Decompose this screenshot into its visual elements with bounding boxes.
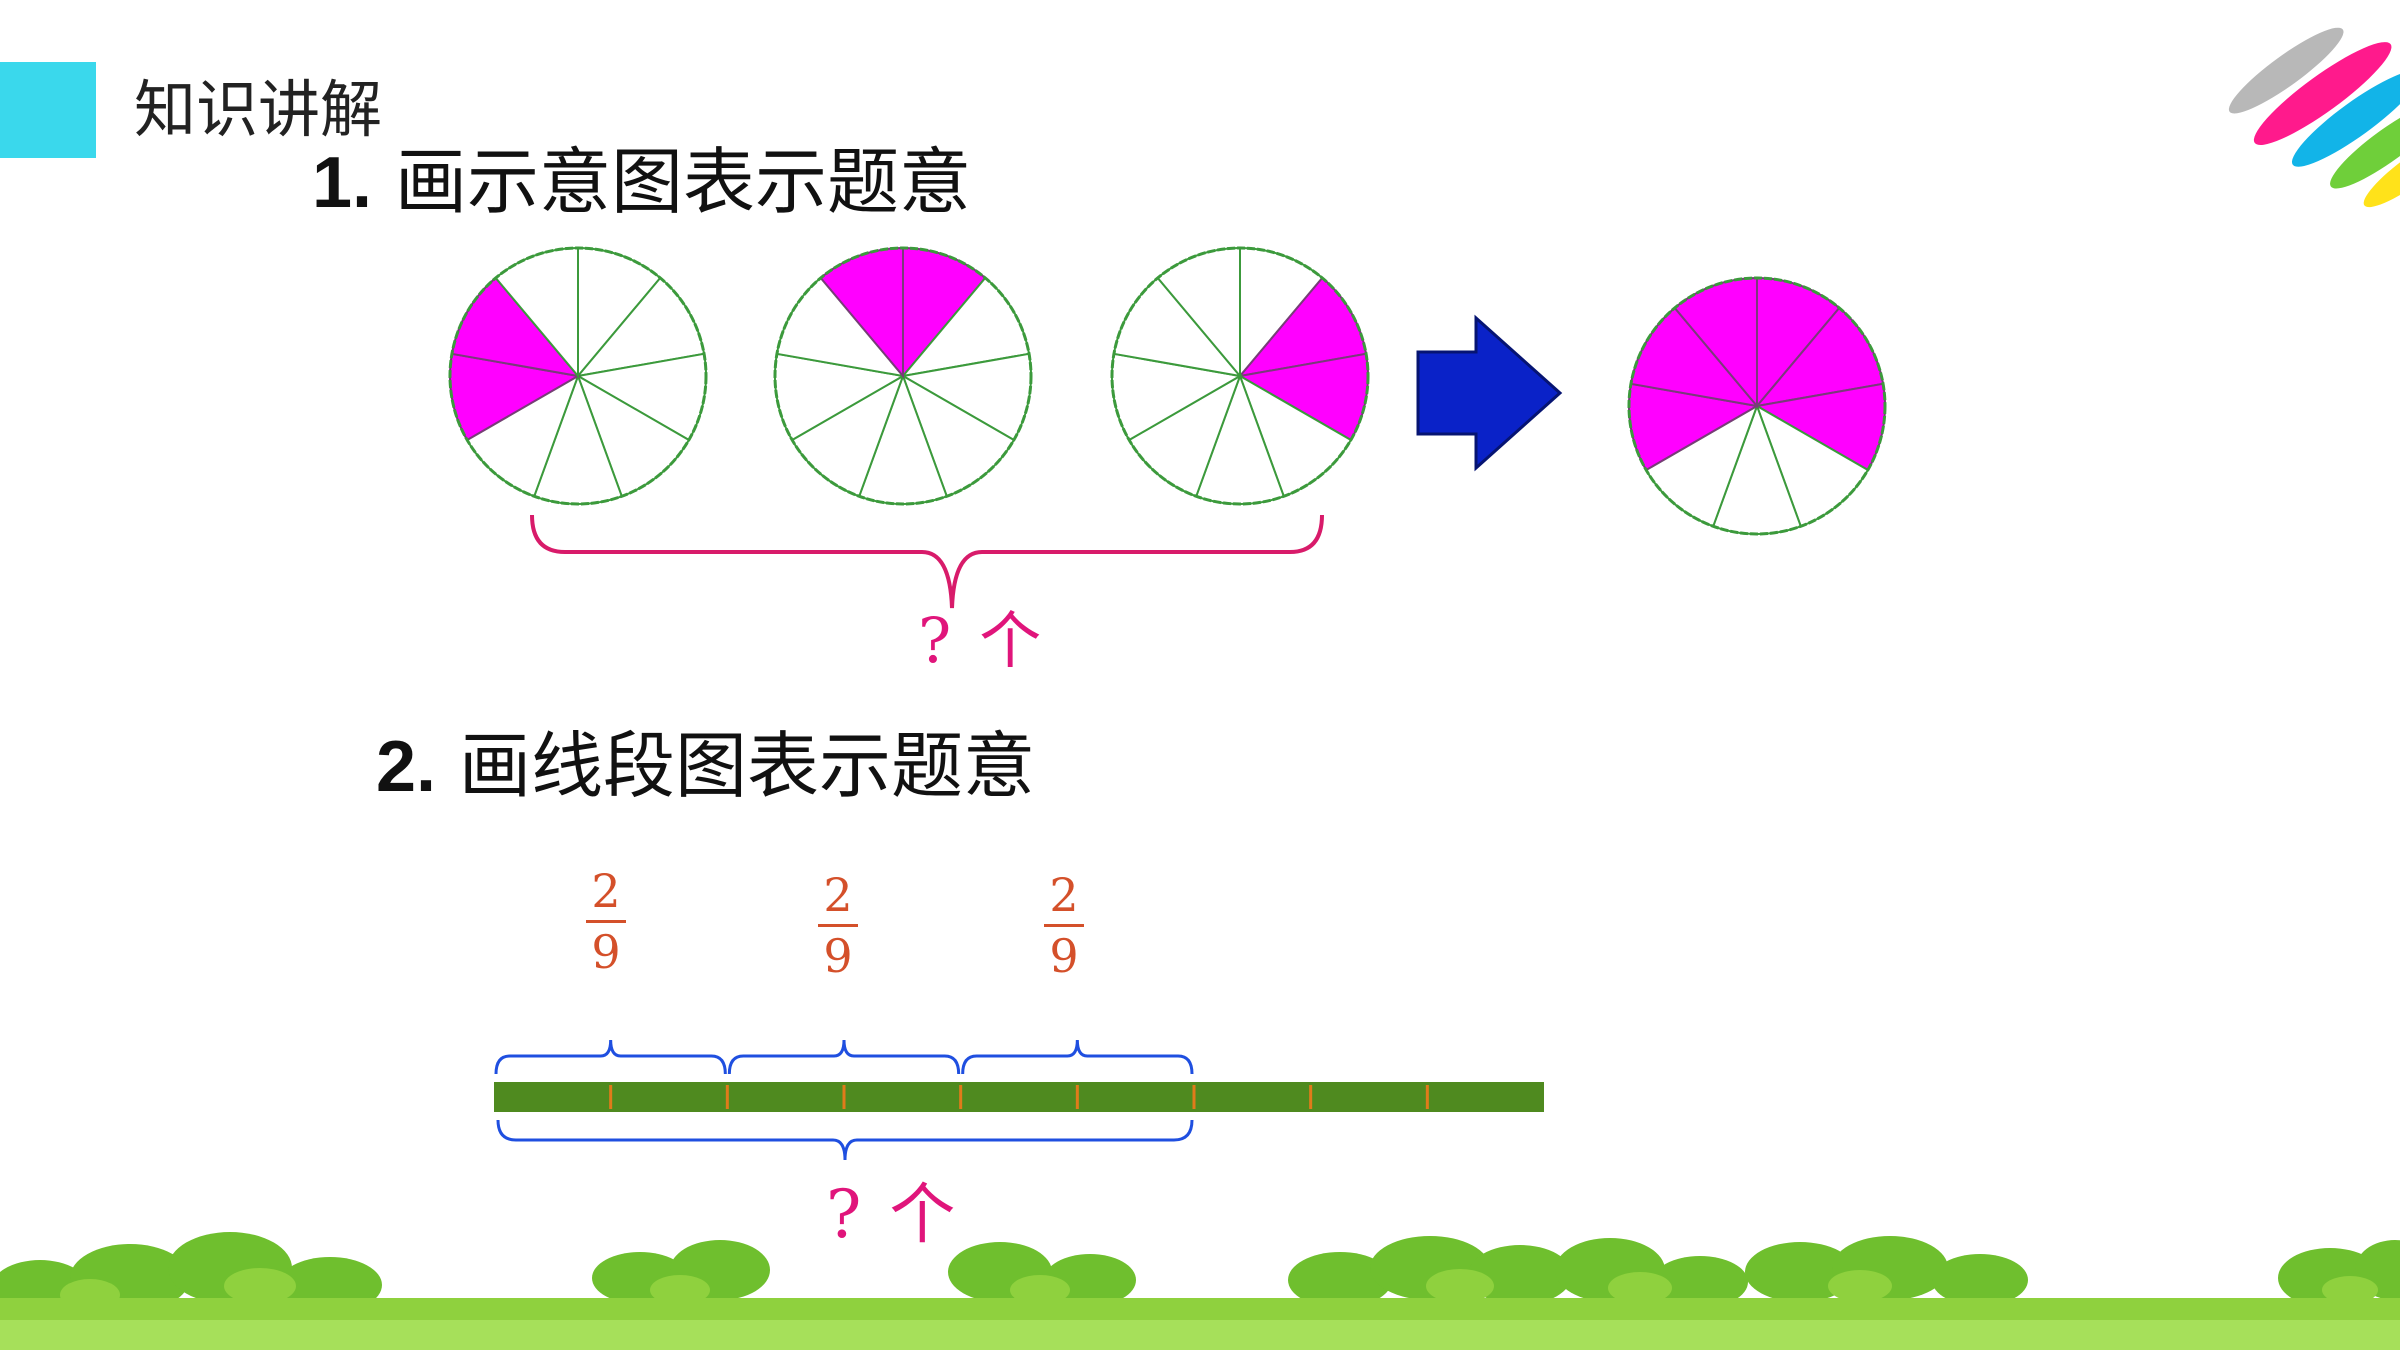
unit-label: 个 xyxy=(889,1176,956,1253)
section1-title: 画示意图表示题意 xyxy=(394,140,971,224)
fraction-denominator: 9 xyxy=(586,920,626,975)
section-title: 知识讲解 xyxy=(134,73,383,146)
pie-outline xyxy=(773,246,1033,506)
section2-number: 2. xyxy=(376,727,437,807)
pie-diagram xyxy=(1110,246,1370,506)
segment-bar xyxy=(494,1082,1544,1112)
pie-outline xyxy=(448,246,708,506)
fraction-numerator: 2 xyxy=(591,864,621,918)
logo-feather-pink xyxy=(2253,42,2392,146)
section2-heading: 2. 画线段图表示题意 xyxy=(376,730,1035,803)
fraction-numerator: 2 xyxy=(1049,868,1079,922)
grass-bushes-decoration xyxy=(0,1232,2400,1350)
section1-heading: 1. 画示意图表示题意 xyxy=(312,146,971,219)
unit-label: 个 xyxy=(979,604,1042,677)
pie-diagram xyxy=(448,246,708,506)
pie-outline xyxy=(1627,276,1887,536)
right-arrow-icon xyxy=(1416,314,1563,472)
result-pie-diagram xyxy=(1627,276,1887,536)
fraction-denominator: 9 xyxy=(818,924,858,979)
pies-brace xyxy=(530,514,1324,609)
section1-number: 1. xyxy=(312,143,373,223)
fraction-denominator: 9 xyxy=(1044,924,1084,979)
segment-upper-brace xyxy=(727,1039,961,1075)
pies-question-label: ?个 xyxy=(918,610,1041,672)
pie-diagram xyxy=(773,246,1033,506)
question-mark: ? xyxy=(918,604,952,677)
section-accent-square xyxy=(0,62,96,158)
logo-feather-blue xyxy=(2291,70,2400,167)
segment-lower-brace xyxy=(496,1119,1194,1161)
logo-feather-yellow xyxy=(2363,130,2400,208)
segment-line-diagram xyxy=(494,1039,1544,1161)
pie-outline xyxy=(1110,246,1370,506)
logo-feather-green xyxy=(2330,102,2400,189)
colorful-feather-logo xyxy=(2228,27,2400,208)
fraction-numerator: 2 xyxy=(823,868,853,922)
segment-upper-brace xyxy=(494,1039,727,1075)
question-mark: ? xyxy=(826,1176,862,1253)
segment-upper-brace xyxy=(961,1039,1194,1075)
pie-diagrams xyxy=(448,246,1887,536)
section2-title: 画线段图表示题意 xyxy=(458,724,1035,808)
line-question-label: ?个 xyxy=(826,1182,955,1248)
logo-feather-gray xyxy=(2228,27,2344,114)
